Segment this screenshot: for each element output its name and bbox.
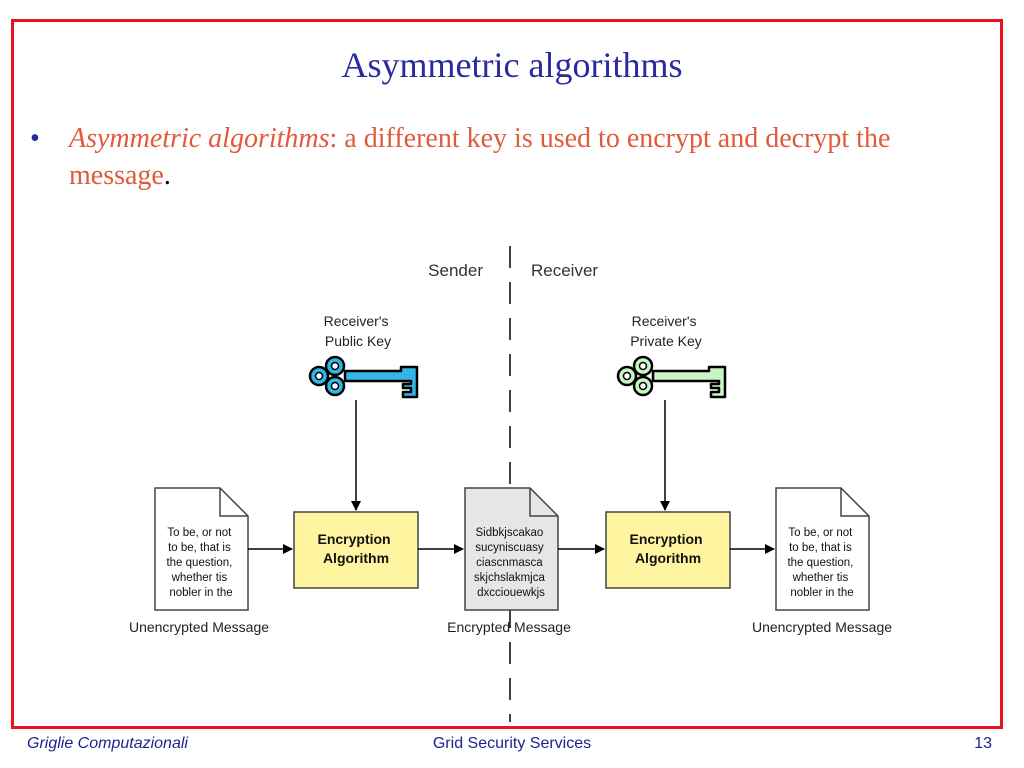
encrypted-caption: Encrypted Message [447,619,571,635]
encryption-algorithm-label-sender: Encryption Algorithm [317,531,394,566]
public-key-icon [308,355,419,399]
public-key-label: Receiver's Public Key [324,313,393,349]
bullet-term: Asymmetric algorithms [69,123,330,154]
footer-section-title: Grid Security Services [432,735,592,752]
decrypted-document-icon [775,487,870,611]
ciphertext-document-icon [464,487,559,611]
bullet-period: . [163,160,171,191]
bullet-definition: : a different key is used to encrypt and… [69,123,891,191]
encryption-algorithm-label-receiver: Encryption Algorithm [629,531,706,566]
plaintext-document-text: To be, or not to be, that is the questio… [166,527,235,599]
ciphertext-document-text: Sidbkjscakao sucyniscuasy ciascnmasca sk… [474,527,548,599]
plaintext-document-icon [154,487,249,611]
unencrypted-caption-left: Unencrypted Message [129,619,269,635]
sender-label: Sender [428,261,483,280]
bullet-text: Asymmetric algorithms: a different key i… [69,120,969,194]
decrypted-document-text: To be, or not to be, that is the questio… [787,527,856,599]
slide-frame [11,19,1003,729]
unencrypted-caption-right: Unencrypted Message [752,619,892,635]
slide-title: Asymmetric algorithms [341,45,683,85]
private-key-label: Receiver's Private Key [630,313,702,349]
receiver-label: Receiver [531,261,598,280]
footer-course-title: Griglie Computazionali [27,735,188,752]
encryption-algorithm-box-receiver [605,511,731,589]
footer-page-number: 13 [974,735,992,752]
encryption-algorithm-box-sender [293,511,419,589]
bullet-marker: • [30,123,40,154]
private-key-icon [616,355,727,399]
